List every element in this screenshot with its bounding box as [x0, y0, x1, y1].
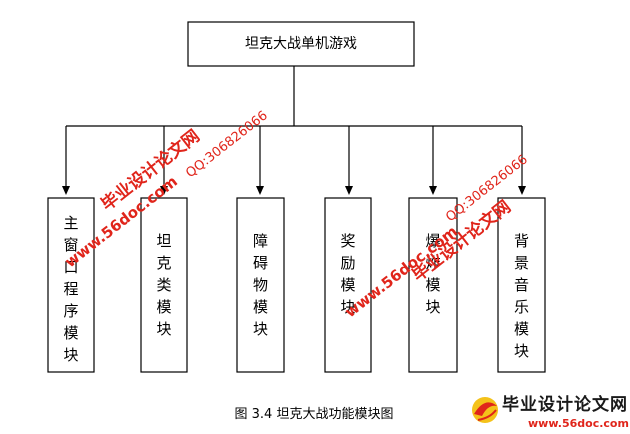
module-node: 障碍物模块: [236, 197, 285, 373]
arrowhead-icon: [160, 186, 168, 195]
connectors: [62, 66, 526, 195]
module-label: 背景音乐模块: [514, 232, 529, 360]
arrowhead-icon: [429, 186, 437, 195]
root-node: 坦克大战单机游戏: [187, 21, 415, 67]
module-label: 主窗口程序模块: [63, 214, 78, 364]
arrowhead-icon: [256, 186, 264, 195]
module-label: 坦克类模块: [156, 232, 171, 338]
module-label: 爆炸模块: [425, 232, 440, 316]
module-node: 奖励模块: [324, 197, 372, 373]
module-label: 奖励模块: [340, 232, 355, 316]
figure-caption: 图 3.4 坦克大战功能模块图: [235, 407, 394, 422]
module-node: 爆炸模块: [408, 197, 458, 373]
module-node: 背景音乐模块: [497, 197, 546, 373]
module-label: 障碍物模块: [253, 232, 268, 338]
logo-emblem-icon: [472, 397, 498, 423]
arrowhead-icon: [62, 186, 70, 195]
module-node: 坦克类模块: [140, 197, 188, 373]
module-node: 主窗口程序模块: [47, 197, 95, 373]
site-logo: 毕业设计论文网 www.56doc.com: [472, 394, 629, 430]
logo-name: 毕业设计论文网: [502, 394, 628, 415]
arrowhead-icon: [518, 186, 526, 195]
module-list: 主窗口程序模块 坦克类模块 障碍物模块 奖励模块 爆炸模块 背景音乐模块: [47, 197, 546, 373]
arrowhead-icon: [345, 186, 353, 195]
logo-url: www.56doc.com: [528, 417, 629, 430]
root-label: 坦克大战单机游戏: [245, 36, 357, 52]
